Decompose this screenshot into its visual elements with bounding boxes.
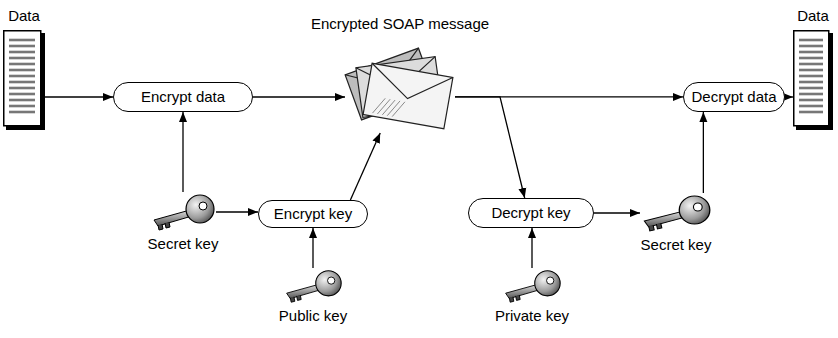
text-line [799,51,823,54]
flow-arrow [594,212,640,213]
text-line [9,39,35,42]
text-line [799,93,823,96]
key-teeth [290,295,301,302]
key-teeth [649,223,662,231]
text-line [9,63,35,66]
envelope-shade [392,100,405,118]
text-line [799,99,823,102]
flow-arrow [216,211,258,212]
envelope [363,63,453,128]
key-icon: Public key [283,268,343,304]
text-line [799,81,823,84]
text-line [799,39,823,42]
data-document: Data [3,30,45,130]
icon-caption: Data [797,8,829,25]
flow-arrow [455,97,525,198]
envelope-icon [345,38,455,133]
text-line [9,99,35,102]
flow-arrow [312,228,313,268]
text-line [799,75,823,78]
envelope-body [363,63,453,128]
key-head [316,271,341,296]
flow-arrow [182,112,183,192]
soap-envelope: Encrypted SOAP message [345,38,455,133]
text-line [799,63,823,66]
key-icon: Private key [502,268,562,304]
page [794,31,829,126]
key-teeth [509,295,520,302]
text-line [9,57,35,60]
icon-caption: Private key [495,308,569,325]
flow-arrow [45,96,113,97]
key-icon [150,192,216,232]
key-icon [640,193,712,233]
flow-arrow [703,112,704,193]
box-label: Encrypt key [274,206,352,223]
key-hole [547,277,554,284]
envelope-flap [367,63,453,105]
flow-arrow [531,228,532,268]
text-line [799,111,823,114]
text-line [9,69,35,72]
process-box: Encrypt key [258,200,368,228]
text-line [9,111,35,114]
icon-caption: Secret key [641,237,712,254]
text-line [9,75,35,78]
key [154,195,214,230]
text-line [9,51,35,54]
key-hole [693,203,702,211]
text-line [799,45,823,48]
text-line [9,87,35,90]
key-icon: Secret key [640,193,712,233]
box-label: Decrypt key [491,205,570,222]
flow-arrow [785,96,793,97]
key [644,196,709,231]
flow-arrow [350,133,380,200]
text-line [799,105,823,108]
key-head [679,196,710,224]
text-line [9,105,35,108]
data-document: Data [793,30,833,130]
document-icon [793,30,833,130]
key [287,271,342,303]
box-label: Encrypt data [141,89,225,106]
icon-caption: Encrypted SOAP message [311,16,489,33]
key-head [186,195,214,223]
key-hole [328,277,335,284]
icon-caption: Secret key [148,236,219,253]
page [4,31,41,126]
icon-caption: Data [8,8,40,25]
key-icon [502,268,562,304]
flow-arrow [253,96,345,97]
key-teeth [158,222,170,230]
box-label: Decrypt data [691,89,776,106]
icon-caption: Public key [279,308,347,325]
document-icon [3,30,45,130]
text-line [9,45,35,48]
key-icon: Secret key [150,192,216,232]
text-line [799,87,823,90]
text-line [9,81,35,84]
key-hole [199,202,207,210]
text-line [799,57,823,60]
process-box: Decrypt key [468,198,594,228]
key [506,271,561,303]
process-box: Decrypt data [683,82,785,112]
process-box: Encrypt data [113,82,253,112]
key-head [535,271,560,296]
key-icon [283,268,343,304]
text-line [799,69,823,72]
text-line [9,93,35,96]
